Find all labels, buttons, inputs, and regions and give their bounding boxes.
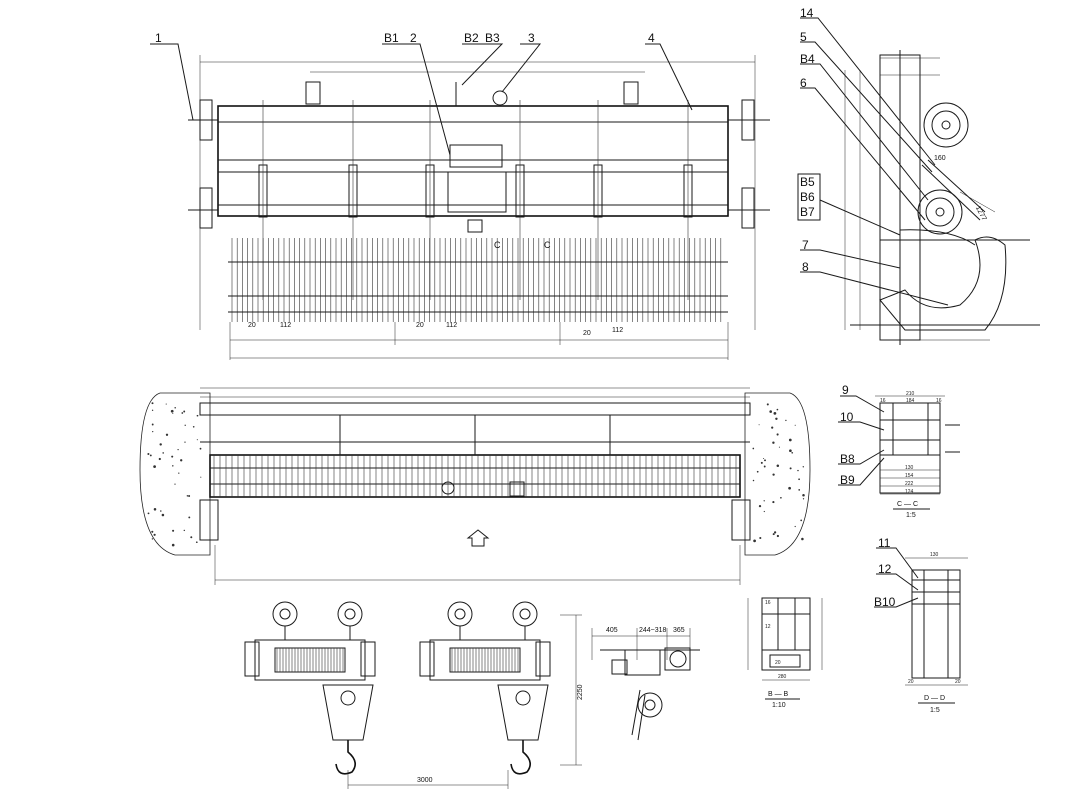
callout-12: 12 [878,562,892,576]
callout-b4: B4 [800,52,815,66]
callout-b8: B8 [840,452,855,466]
cc-dim-154: 154 [905,473,914,479]
spacing-20-c: 20 [583,330,591,337]
dd-scale: 1:5 [930,707,940,714]
callout-11: 11 [878,536,891,550]
side-dim-160: 160 [934,155,946,162]
cc-title: C — C [897,501,918,508]
section-b-b: 280 16 12 20 B — B 1:10 [747,597,823,709]
bb-title: B — B [768,691,789,698]
hoist-height-dim: 2250 [577,684,584,700]
trolley-dim-365: 365 [673,627,685,634]
cc-dim-222: 222 [905,481,914,487]
bb-dim-16: 16 [765,600,771,606]
callout-b10: B10 [874,595,896,609]
cc-dim-210: 210 [906,391,915,397]
callout-7: 7 [802,238,809,252]
dd-dim-130: 130 [930,552,939,558]
spacing-20-b: 20 [416,322,424,329]
callout-8: 8 [802,260,809,274]
dd-title: D — D [924,695,945,702]
callout-5: 5 [800,30,807,44]
side-dim-1277: 1277 [974,205,988,222]
callout-b2: B2 [464,31,479,45]
cc-dim-130: 130 [905,465,914,471]
bb-dim-20: 20 [775,660,781,666]
cc-dim-16b: 16 [936,398,942,404]
bb-scale: 1:10 [772,702,786,709]
section-c-mark-left: C [494,240,501,250]
hoist-span-dim: 3000 [417,777,433,784]
section-d-d: 130 20 20 D — D 1:5 11 12 B10 [874,536,968,714]
callout-6: 6 [800,76,807,90]
trolley-dim-244: 244~318 [639,627,667,634]
callout-10: 10 [840,410,854,424]
spacing-112-b: 112 [446,322,457,329]
trolley-side-view: 405 244~318 365 [591,627,700,741]
concrete-pier-left [139,392,211,556]
hoist-elevation: 2250 3000 [244,601,584,789]
callout-9: 9 [842,383,849,397]
cc-scale: 1:5 [906,512,916,519]
callout-3: 3 [528,31,535,45]
callout-b7: B7 [800,205,815,219]
callout-b1: B1 [384,31,399,45]
trolley-dim-405: 405 [606,627,618,634]
callout-b6: B6 [800,190,815,204]
plan-view [139,387,811,585]
callout-b5: B5 [800,175,815,189]
front-elevation-view: 20 112 20 112 20 112 C C 1 B1 2 B2 B3 3 … [150,31,770,360]
section-c-c: 210 184 16 16 130 154 222 124 C — C 1:5 … [838,383,960,519]
spacing-112-c: 112 [612,327,623,334]
spacing-20-a: 20 [248,322,256,329]
cc-dim-184: 184 [906,398,915,404]
callout-4: 4 [648,31,655,45]
bb-dim-12: 12 [765,624,771,630]
callout-b9: B9 [840,473,855,487]
callout-14: 14 [800,6,814,20]
dd-dim-20a: 20 [908,679,914,685]
dd-dim-20b: 20 [955,679,961,685]
callout-1: 1 [155,31,162,45]
cc-dim-124: 124 [905,489,914,495]
bb-dim-280: 280 [778,674,787,680]
concrete-pier-right [744,392,811,556]
callout-2: 2 [410,31,417,45]
spacing-112-a: 112 [280,322,291,329]
side-view: 1277 160 14 5 B4 6 B5 B6 B7 7 8 [797,6,1040,345]
callout-b3: B3 [485,31,500,45]
section-c-mark-right: C [544,240,551,250]
cc-dim-16a: 16 [880,398,886,404]
